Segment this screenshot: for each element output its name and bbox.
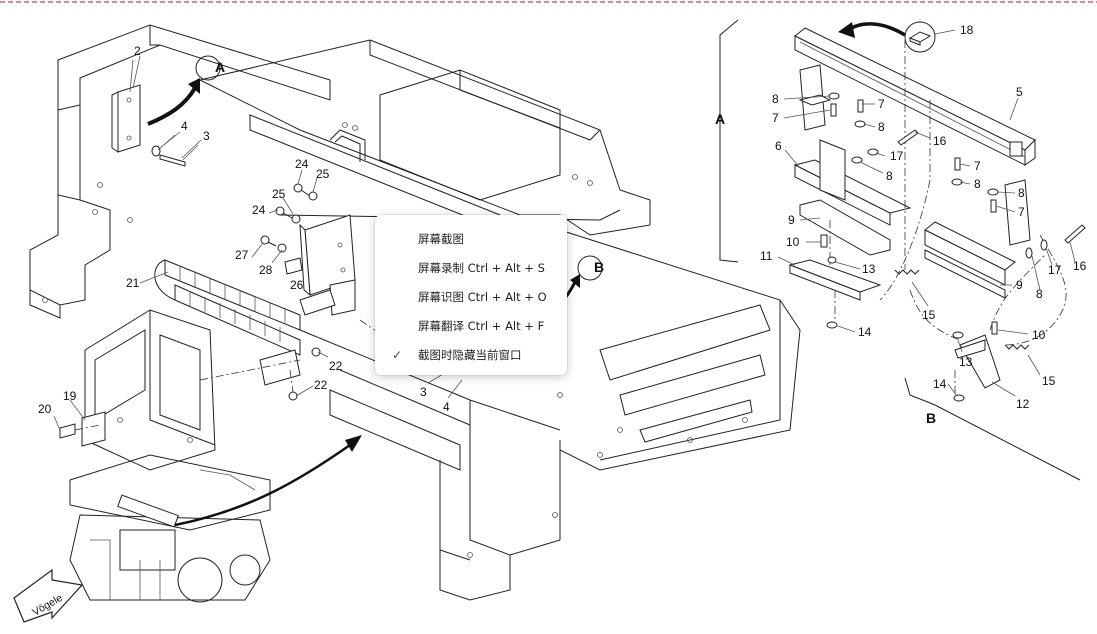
bracket-19 bbox=[59, 411, 106, 447]
callout-14b: 14 bbox=[933, 377, 947, 391]
menu-item-hide-window[interactable]: ✓ 截图时隐藏当前窗口 bbox=[375, 341, 567, 370]
brand-arrow: Vögele bbox=[13, 568, 84, 623]
plate-11 bbox=[788, 259, 882, 301]
spring-15 bbox=[894, 269, 1030, 350]
bolts-22 bbox=[288, 347, 321, 401]
menu-item-screen-record[interactable]: 屏幕录制 Ctrl + Alt + S bbox=[375, 254, 567, 283]
callout-21: 21 bbox=[126, 276, 140, 290]
callout-16: 16 bbox=[933, 134, 947, 148]
callout-19: 19 bbox=[63, 389, 77, 403]
callout-8c: 8 bbox=[886, 169, 893, 183]
bracket-9 bbox=[799, 199, 891, 256]
main-frame bbox=[29, 24, 801, 601]
callout-8: 8 bbox=[772, 92, 779, 106]
callout-25: 25 bbox=[316, 167, 330, 181]
callout-7: 7 bbox=[772, 111, 779, 125]
callout-7b: 7 bbox=[878, 97, 885, 111]
part-12 bbox=[954, 334, 1001, 389]
callout-25b: 25 bbox=[272, 187, 286, 201]
callout-8e: 8 bbox=[1018, 186, 1025, 200]
callout-26: 26 bbox=[290, 278, 304, 292]
section-label-b-right: B bbox=[926, 410, 936, 426]
menu-item-label: 屏幕识图 Ctrl + Alt + O bbox=[418, 290, 547, 304]
callout-15b: 15 bbox=[1042, 374, 1056, 388]
callout-7d: 7 bbox=[1018, 205, 1025, 219]
menu-item-label: 屏幕翻译 Ctrl + Alt + F bbox=[418, 319, 545, 333]
section-label-b-left: B bbox=[594, 259, 604, 275]
callout-5: 5 bbox=[1016, 85, 1023, 99]
callout-2: 2 bbox=[134, 44, 141, 58]
callout-9: 9 bbox=[788, 213, 795, 227]
callout-labels: 2 3 4 24 25 24 25 27 28 26 21 22 22 3 4 … bbox=[38, 23, 1087, 416]
context-menu: 屏幕截图 屏幕录制 Ctrl + Alt + S 屏幕识图 Ctrl + Alt… bbox=[375, 215, 567, 375]
callout-6: 6 bbox=[775, 139, 782, 153]
menu-item-screen-ocr[interactable]: 屏幕识图 Ctrl + Alt + O bbox=[375, 283, 567, 312]
callout-3b: 3 bbox=[420, 385, 427, 399]
callout-4b: 4 bbox=[443, 400, 450, 414]
callout-20: 20 bbox=[38, 402, 52, 416]
section-label-a-right: A bbox=[715, 111, 725, 127]
callout-17b: 17 bbox=[1048, 263, 1062, 277]
callout-24: 24 bbox=[295, 157, 309, 171]
bolts-24-25 bbox=[260, 183, 318, 275]
detail-bracket-lines bbox=[719, 19, 1081, 481]
paver-machine-illustration bbox=[69, 454, 271, 603]
rail-5 bbox=[794, 27, 1036, 166]
callout-10b: 10 bbox=[1032, 328, 1046, 342]
bracket-2 bbox=[111, 59, 141, 153]
callout-8d: 8 bbox=[974, 177, 981, 191]
callout-15: 15 bbox=[922, 308, 936, 322]
callout-9b: 9 bbox=[1016, 278, 1023, 292]
callout-11: 11 bbox=[760, 249, 773, 263]
mount-bracket-26 bbox=[299, 214, 356, 316]
callout-28: 28 bbox=[259, 263, 273, 277]
callout-13b: 13 bbox=[959, 355, 973, 369]
menu-item-screenshot[interactable]: 屏幕截图 bbox=[375, 225, 567, 254]
callout-4: 4 bbox=[181, 119, 188, 133]
callout-7c: 7 bbox=[974, 159, 981, 173]
callout-22b: 22 bbox=[314, 378, 328, 392]
lower-rail bbox=[924, 179, 1031, 299]
callout-12: 12 bbox=[1016, 397, 1030, 411]
callout-13: 13 bbox=[862, 262, 876, 276]
callout-22: 22 bbox=[329, 359, 343, 373]
callout-17: 17 bbox=[890, 149, 904, 163]
menu-item-label: 截图时隐藏当前窗口 bbox=[418, 348, 522, 362]
check-icon: ✓ bbox=[392, 348, 403, 362]
section-label-a-left: A bbox=[215, 59, 225, 75]
callout-8b: 8 bbox=[878, 120, 885, 134]
callout-18: 18 bbox=[960, 23, 974, 37]
callout-24b: 24 bbox=[252, 203, 266, 217]
bracket-6 bbox=[793, 139, 912, 226]
callout-8f: 8 bbox=[1036, 287, 1043, 301]
menu-item-screen-translate[interactable]: 屏幕翻译 Ctrl + Alt + F bbox=[375, 312, 567, 341]
callout-27: 27 bbox=[235, 248, 249, 262]
drag-chain-21 bbox=[154, 259, 336, 386]
callout-14: 14 bbox=[858, 325, 872, 339]
part-18-inset bbox=[904, 21, 936, 53]
menu-item-label: 屏幕截图 bbox=[418, 232, 464, 246]
callout-10: 10 bbox=[786, 235, 800, 249]
callout-3: 3 bbox=[203, 129, 210, 143]
callout-16b: 16 bbox=[1073, 259, 1087, 273]
menu-item-label: 屏幕录制 Ctrl + Alt + S bbox=[418, 261, 545, 275]
bolt-3 bbox=[151, 134, 199, 167]
